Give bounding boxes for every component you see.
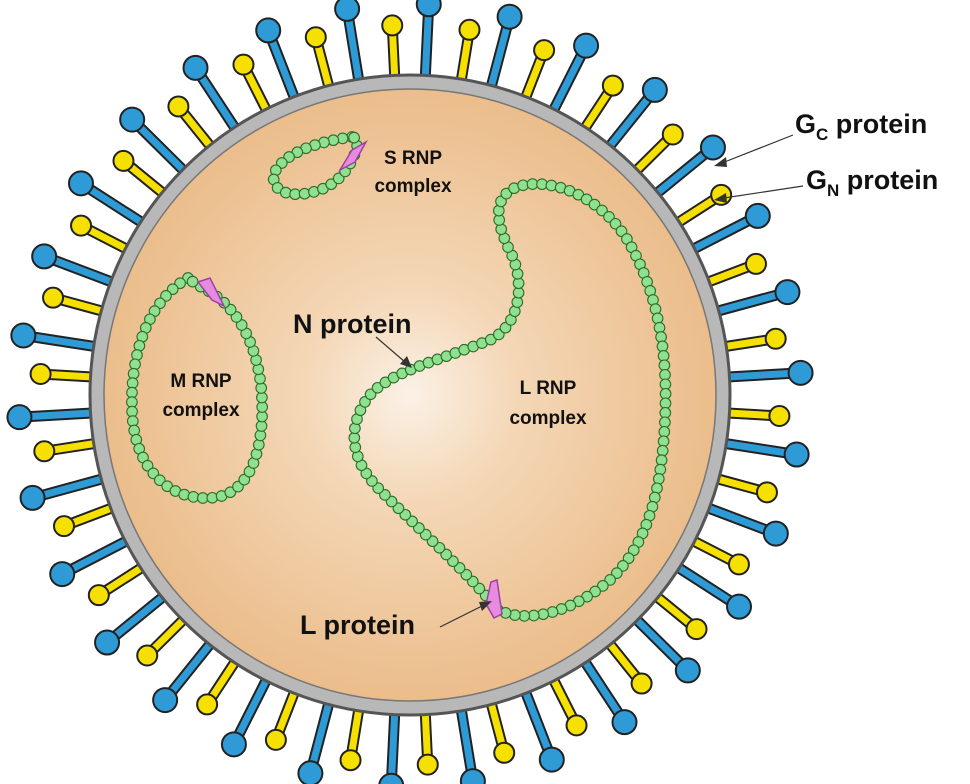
gn-protein-label: GN protein [806,165,938,200]
n-protein-bead [655,331,667,343]
l-polymerase-l [485,579,503,619]
gc-pointer-arrow [714,157,727,167]
l-polymerase-m [196,277,226,308]
gn-pointer-line [723,185,804,199]
gc-protein-label: GC protein [795,109,927,144]
n-protein-pointer-arrow [400,356,412,368]
gc-pointer-line [721,134,794,164]
n-protein-bead [622,552,635,565]
n-protein-bead [238,473,251,486]
n-protein-label: N protein [293,309,412,339]
n-protein-bead [348,131,360,144]
n-protein-pointer-line [375,336,406,363]
n-protein-bead [141,459,154,472]
n-protein-bead [652,473,665,485]
n-protein-bead [349,441,362,454]
l-protein-pointer-line [439,604,485,628]
n-protein-bead [336,132,349,145]
l-protein-label: L protein [300,610,415,640]
gn-pointer-arrow [714,193,727,203]
l-polymerase-s [337,140,368,172]
n-protein-bead [235,319,248,331]
m-rnp-label-line1: M RNP [170,371,232,392]
l-protein-pointer-arrow [479,601,492,611]
n-protein-bead [656,444,669,457]
n-protein-bead [131,349,143,361]
s-rnp-label-line1: S RNP [384,148,442,169]
n-protein-bead [129,358,141,371]
l-rnp-label-line2: complex [509,408,587,429]
n-protein-bead [484,333,497,346]
n-protein-bead [126,415,139,427]
s-rnp-label-line2: complex [374,176,452,197]
n-protein-bead [252,438,265,451]
m-rnp-label-line2: complex [162,400,240,421]
n-protein-bead [206,491,219,504]
rnp-complexes [126,131,672,622]
n-protein-bead [298,187,311,200]
virion-interior [103,88,717,702]
n-protein-bead [656,340,669,353]
n-protein-bead [651,312,664,325]
l-rnp-label-line1: L RNP [520,378,577,399]
n-protein-bead [186,275,199,288]
rnp-l-complex [348,178,672,622]
